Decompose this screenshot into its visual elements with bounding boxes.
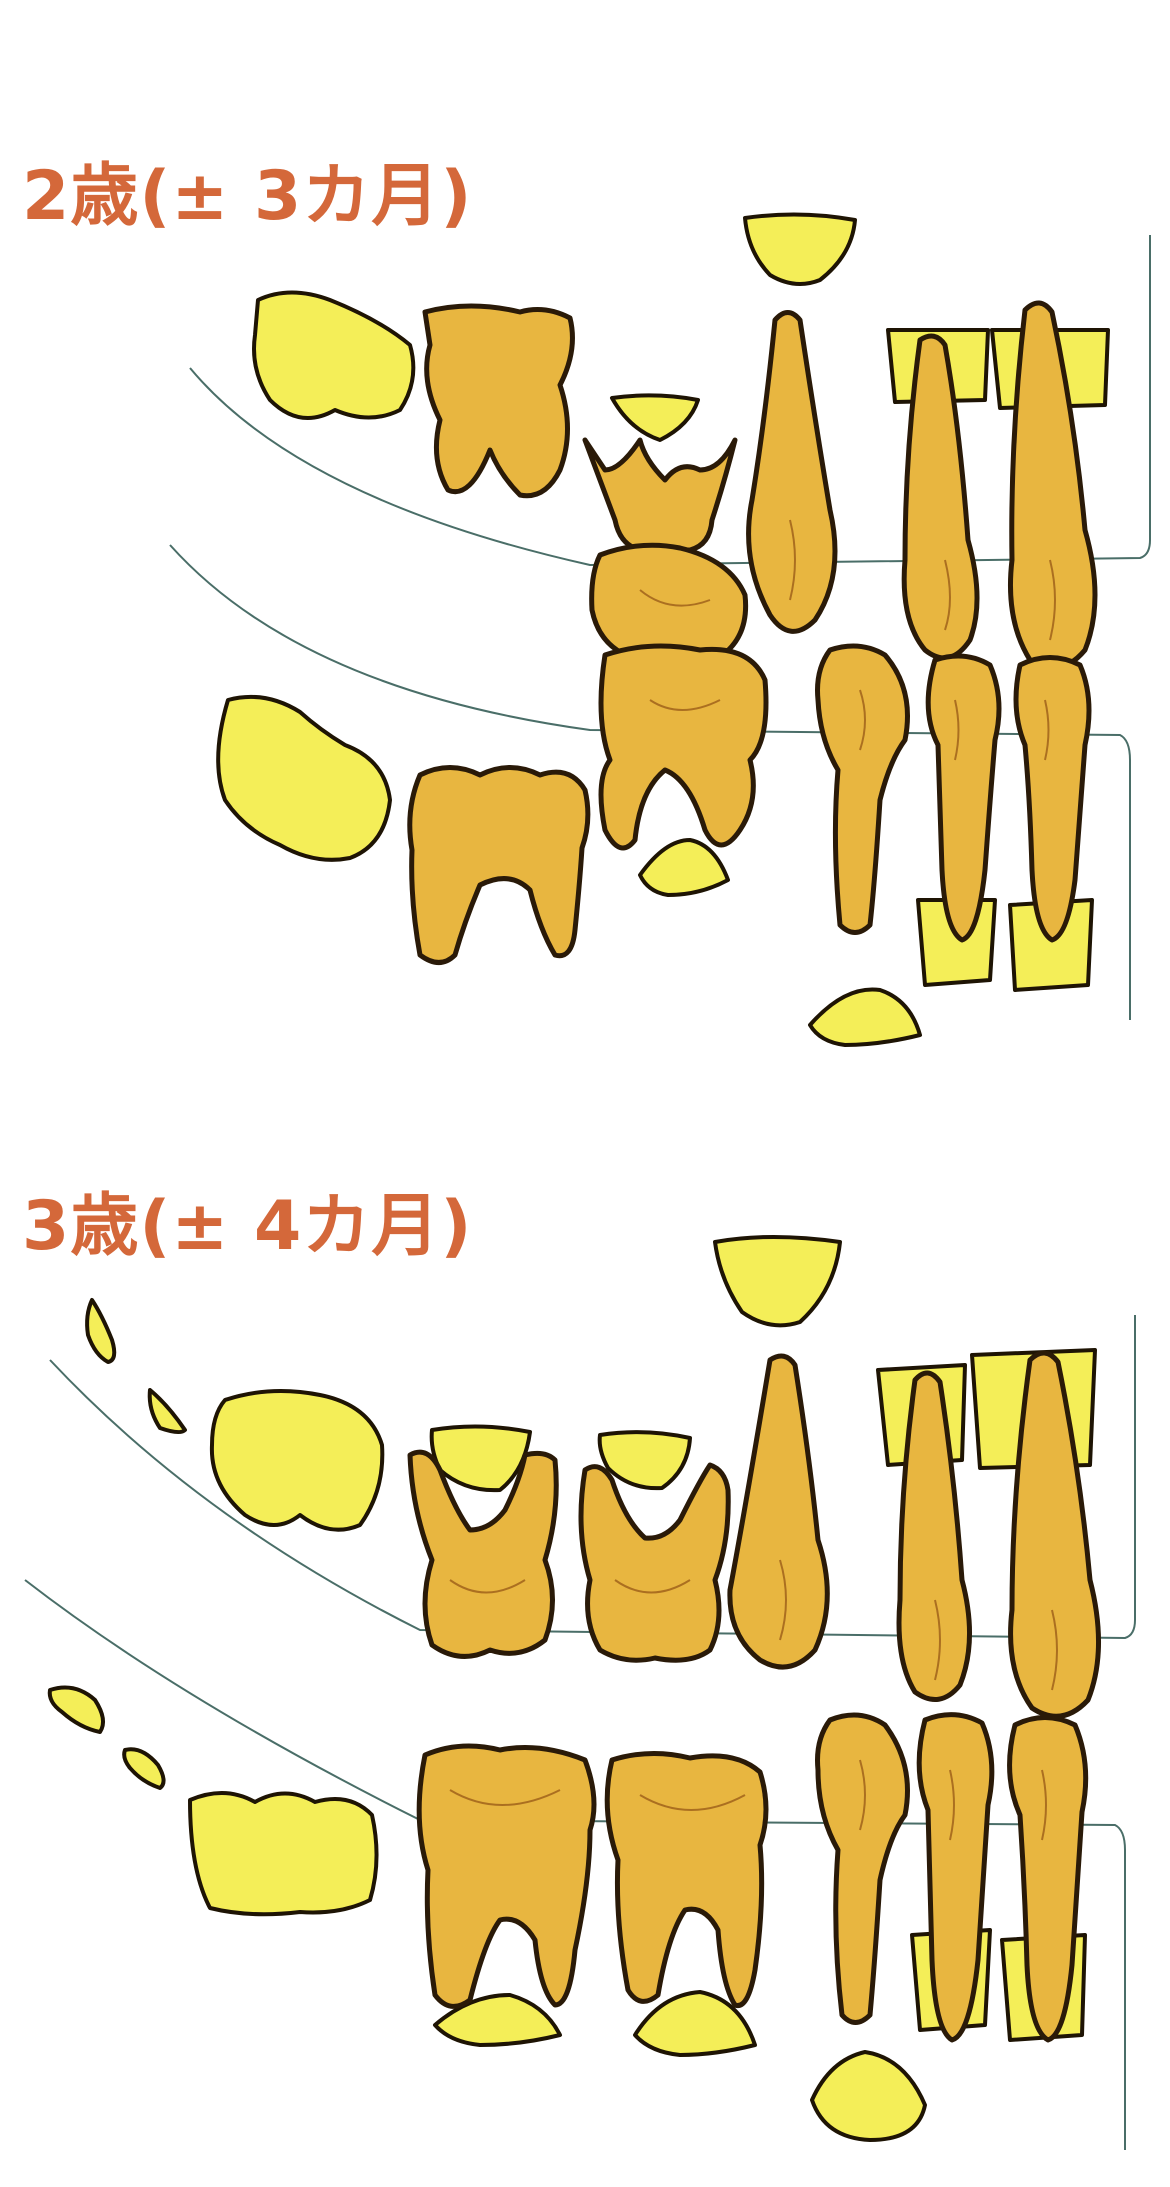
lower-primary-central-incisor xyxy=(1013,655,1092,943)
upper-gum-line xyxy=(49,1315,1136,1640)
lower-primary-canine xyxy=(815,643,910,935)
upper-primary-canine xyxy=(746,310,838,634)
upper-primary-central-incisor xyxy=(1008,300,1098,671)
lower-premolar-germ xyxy=(122,1747,166,1790)
lower-premolar-germ xyxy=(633,1990,757,2057)
upper-primary-central-incisor xyxy=(1008,1350,1101,1719)
lower-gum-line xyxy=(169,544,1131,1020)
lower-first-molar xyxy=(598,643,769,851)
lower-premolar-germ xyxy=(433,1993,562,2047)
lower-primary-molar xyxy=(604,1750,769,2009)
lower-incisor-germ xyxy=(808,987,922,1047)
upper-primary-lateral-incisor xyxy=(896,1370,973,1702)
panel-age-2: 2歳(± 3カ月) xyxy=(0,0,1170,1060)
upper-incisor-germ xyxy=(713,1235,842,1328)
lower-primary-molar xyxy=(407,765,591,965)
upper-primary-molar xyxy=(407,1449,559,1659)
upper-incisor-germ xyxy=(743,212,857,286)
upper-premolar-germ xyxy=(147,1388,187,1435)
upper-premolar-germ xyxy=(597,1430,692,1491)
lower-primary-central-incisor xyxy=(1007,1715,1089,2043)
lower-canine-germ xyxy=(638,838,730,897)
lower-molar-germ xyxy=(188,1790,379,1917)
upper-molar-germ xyxy=(209,1389,385,1532)
upper-primary-molar xyxy=(582,437,738,553)
dental-development-diagram xyxy=(24,1235,1136,2150)
lower-primary-molar xyxy=(416,1743,597,2009)
upper-gum-line xyxy=(189,235,1151,567)
lower-gum-line xyxy=(24,1579,1126,2150)
upper-premolar-germ xyxy=(85,1298,117,1364)
upper-primary-canine xyxy=(727,1353,830,1670)
panel-title: 3歳(± 4カ月) xyxy=(22,1187,473,1266)
lower-molar-germ xyxy=(216,694,392,862)
upper-primary-molar xyxy=(578,1462,731,1663)
lower-premolar-germ xyxy=(47,1685,106,1734)
upper-canine-germ xyxy=(610,393,700,442)
lower-primary-canine xyxy=(815,1712,910,2025)
upper-primary-lateral-incisor xyxy=(901,333,980,661)
panel-age-3: 3歳(± 4カ月) xyxy=(0,1060,1170,2187)
lower-primary-lateral-incisor xyxy=(925,653,1002,943)
upper-primary-molar xyxy=(422,303,575,499)
lower-canine-germ xyxy=(810,2050,927,2142)
upper-molar-germ xyxy=(252,290,416,420)
dental-development-diagram xyxy=(169,212,1151,1047)
lower-primary-lateral-incisor xyxy=(916,1712,995,2043)
panel-title: 2歳(± 3カ月) xyxy=(22,157,473,236)
